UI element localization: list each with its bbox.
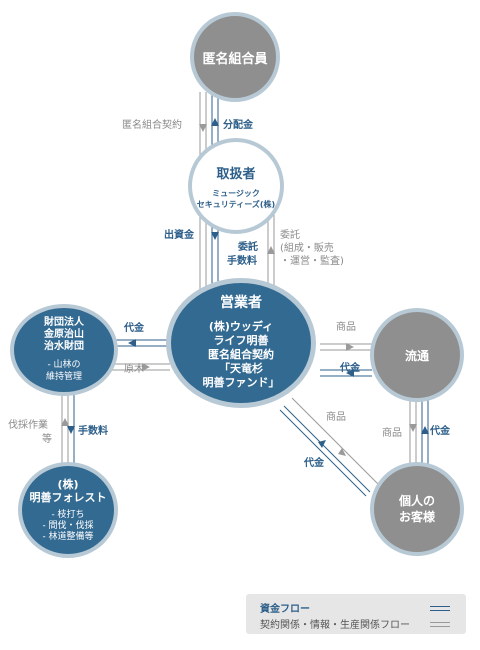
fee-label: 手数料 — [227, 256, 257, 267]
foundation-line1: 財団法人 — [44, 317, 84, 328]
operator-title: 営業者 — [220, 295, 262, 311]
operator-line5: 明善ファンド」 — [202, 376, 280, 389]
forest-line1: (株) — [57, 477, 79, 491]
payment-foundation-label: 代金 — [124, 323, 144, 334]
commission-label: 委託 — [238, 242, 258, 253]
broker-node: 取扱者 ミュージック セキュリティーズ(株) — [188, 138, 284, 234]
entrust-detail-2: (組成・販売 — [280, 243, 334, 254]
broker-sub1: ミュージック — [212, 188, 260, 198]
foundation-line3: 治水財団 — [44, 341, 84, 352]
operator-line3: 匿名組合契約 — [208, 348, 274, 361]
foundation-line2: 金原治山 — [44, 329, 84, 340]
customers-node: 個人の お客様 — [370, 462, 464, 556]
payment-dist-label: 代金 — [340, 363, 360, 374]
entrust-detail-3: ・運営・監査) — [280, 256, 344, 267]
logging-label-2: 等 — [42, 434, 52, 445]
timber-label: 原木 — [124, 364, 144, 375]
broker-title: 取扱者 — [216, 166, 256, 182]
customers-line2: お客様 — [398, 510, 435, 524]
forest-line2: 明善フォレスト — [29, 490, 107, 504]
legend-money-line — [430, 606, 450, 611]
forest-sub3: - 林道整備等 — [42, 531, 94, 542]
legend-money-flow: 資金フロー — [260, 604, 310, 615]
foundation-node: 財団法人 金原治山 治水財団 - 山林の 維持管理 — [10, 304, 118, 396]
operator-line4: 「天竜杉 — [219, 362, 263, 375]
operator-line1: (株)ウッディ — [208, 320, 274, 333]
dividend-label: 分配金 — [223, 120, 253, 131]
broker-sub2: セキュリティーズ(株) — [196, 199, 276, 209]
fee-forest-label: 手数料 — [78, 426, 108, 437]
product-dist-label: 商品 — [336, 322, 356, 333]
foundation-sub2: 維持管理 — [45, 372, 82, 382]
payment-cust-label: 代金 — [304, 458, 324, 469]
forest-sub1: - 枝打ち — [51, 509, 85, 520]
operator-node: 営業者 (株)ウッディ ライフ明善 匿名組合契約 「天竜杉 明善ファンド」 — [166, 278, 316, 408]
logging-label-1: 伐採作業 — [8, 420, 48, 431]
payment-cust-dist-label: 代金 — [430, 426, 450, 437]
investment-label: 出資金 — [164, 230, 194, 241]
forest-node: (株) 明善フォレスト - 枝打ち - 間伐・伐採 - 林道整備等 — [18, 462, 118, 558]
contract-label: 匿名組合契約 — [122, 120, 182, 131]
legend-other-flow: 契約関係・情報・生産関係フロー — [260, 620, 410, 631]
legend: 資金フロー 契約関係・情報・生産関係フロー — [246, 594, 466, 634]
entrust-detail-1: 委託 — [280, 230, 300, 241]
product-dist-cust-label: 商品 — [382, 428, 402, 439]
distribution-node: 流通 — [370, 308, 464, 402]
operator-line2: ライフ明善 — [213, 334, 269, 347]
forest-sub2: - 間伐・伐採 — [42, 520, 94, 531]
investors-node: 匿名組合員 — [190, 12, 280, 102]
legend-other-line — [430, 622, 450, 627]
distribution-label: 流通 — [404, 348, 429, 363]
investors-label: 匿名組合員 — [202, 51, 268, 67]
customers-line1: 個人の — [398, 494, 435, 508]
product-cust-label: 商品 — [326, 412, 346, 423]
foundation-sub1: - 山林の — [47, 360, 81, 370]
